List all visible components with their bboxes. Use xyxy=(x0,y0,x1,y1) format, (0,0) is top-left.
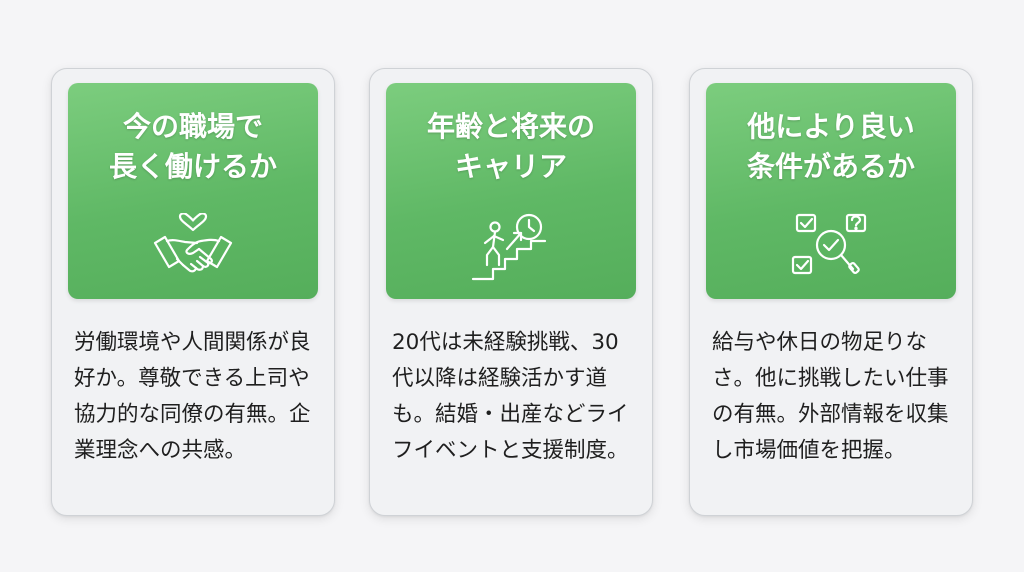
card-body-text: 給与や休日の物足りなさ。他に挑戦したい仕事の有無。外部情報を収集し市場価値を把握… xyxy=(712,330,949,463)
card-body-text: 20代は未経験挑戦、30代以降は経験活かす道も。結婚・出産などライフイベントと支… xyxy=(392,330,629,463)
card-header: 今の職場で 長く働けるか xyxy=(68,83,318,299)
card-better-conditions: 他により良い 条件があるか 給与や休日の物足りなさ。他に挑戦したい仕事の有無。外… xyxy=(689,68,973,516)
checklist-magnifier-icon xyxy=(791,213,871,281)
card-title: 年齢と将来の キャリア xyxy=(426,110,595,183)
card-header: 年齢と将来の キャリア xyxy=(386,83,636,299)
card-age-career: 年齢と将来の キャリア 20代は未経験挑戦、30代以降は経験活かす道も。結婚・出… xyxy=(369,68,653,516)
card-title: 他により良い 条件があるか xyxy=(746,110,915,183)
card-work-environment: 今の職場で 長く働けるか 労働環境や人間関係が良好か。尊敬できる上司や協力的な同… xyxy=(51,68,335,516)
handshake-heart-icon xyxy=(153,213,233,281)
career-stairs-clock-icon xyxy=(471,213,551,281)
card-title: 今の職場で 長く働けるか xyxy=(108,110,277,183)
card-header: 他により良い 条件があるか xyxy=(706,83,956,299)
card-body-text: 労働環境や人間関係が良好か。尊敬できる上司や協力的な同僚の有無。企業理念への共感… xyxy=(74,330,311,463)
